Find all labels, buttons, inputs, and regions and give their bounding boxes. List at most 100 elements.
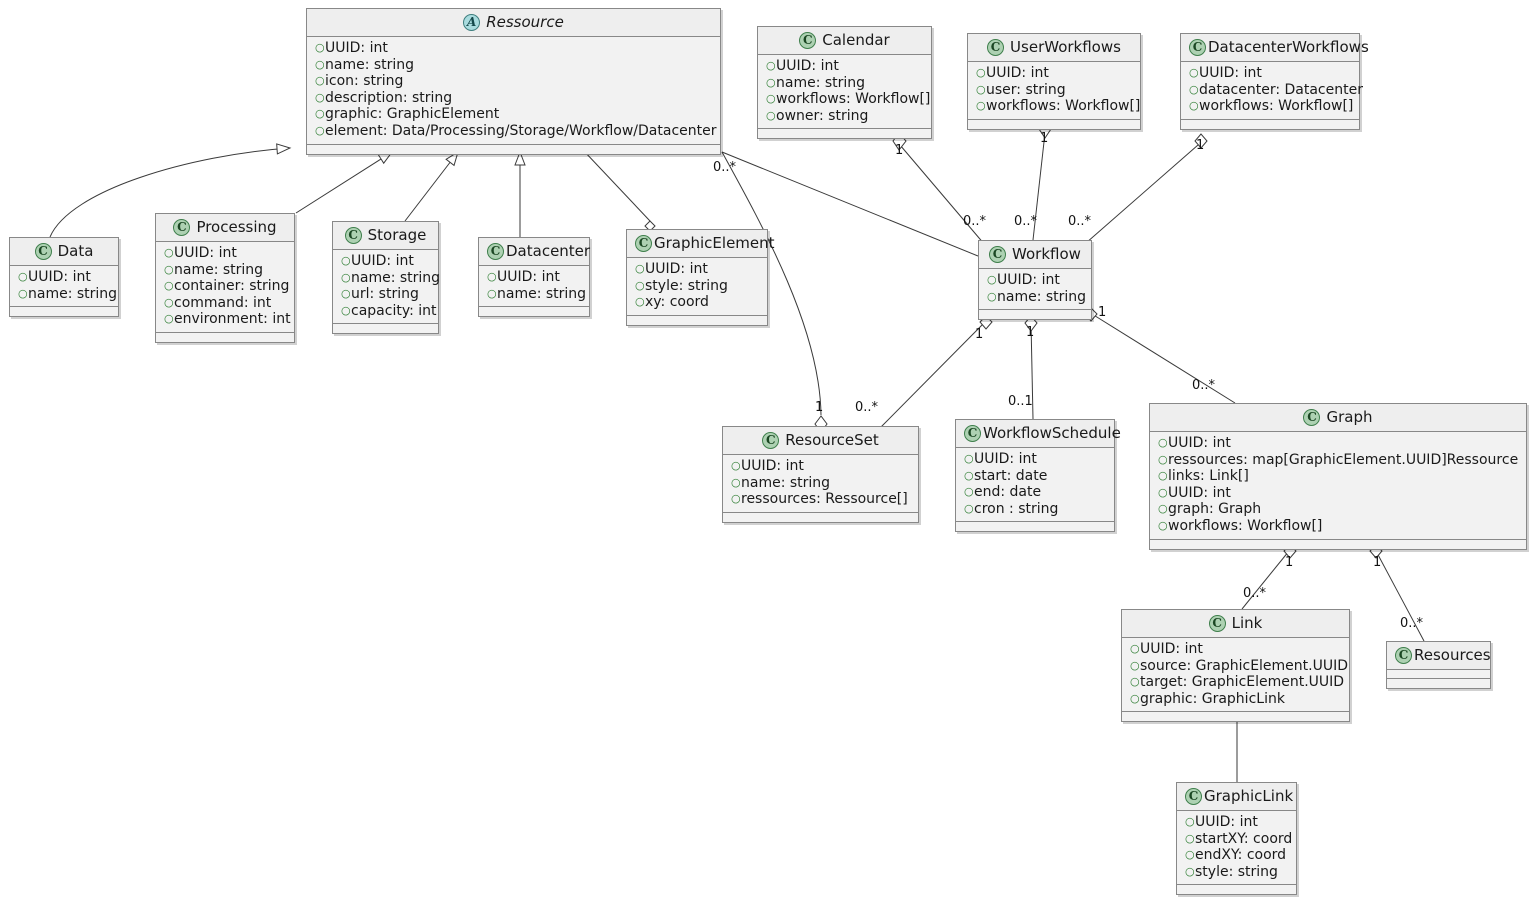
- visibility-public-icon: ○: [1130, 675, 1140, 689]
- attribute-text: workflows: Workflow[]: [986, 98, 1141, 115]
- class-name-workflowschedule: WorkflowSchedule: [983, 424, 1121, 442]
- class-name-graph: Graph: [1326, 408, 1373, 426]
- visibility-public-icon: ○: [164, 312, 174, 326]
- attribute-row: ○UUID: int: [1128, 641, 1343, 658]
- abstract-badge-icon: A: [463, 13, 481, 31]
- attribute-row: ○name: string: [339, 270, 440, 287]
- class-name-storage: Storage: [367, 226, 427, 244]
- attribute-text: UUID: int: [325, 40, 388, 56]
- class-name-graphicelement: GraphicElement: [654, 234, 775, 252]
- attribute-text: target: GraphicElement.UUID: [1140, 674, 1345, 691]
- attributes-compartment-ressource: ○UUID: int○name: string○icon: string○des…: [307, 37, 720, 145]
- attribute-row: ○UUID: int: [1183, 814, 1290, 831]
- visibility-public-icon: ○: [1130, 691, 1140, 705]
- attribute-row: ○graphic: GraphicLink: [1128, 691, 1343, 708]
- attribute-row: ○graph: Graph: [1156, 501, 1520, 518]
- attribute-row: ○workflows: Workflow[]: [974, 98, 1140, 115]
- methods-compartment-datacenter: [479, 307, 589, 317]
- attributes-compartment-resourceset: ○UUID: int○name: string○ressources: Ress…: [723, 455, 918, 513]
- methods-compartment-processing: [156, 332, 294, 342]
- methods-compartment-storage: [333, 324, 438, 334]
- visibility-public-icon: ○: [18, 286, 28, 300]
- methods-compartment-data: [10, 307, 118, 317]
- methods-compartment-graph: [1150, 539, 1526, 549]
- attribute-row: ○workflows: Workflow[]: [764, 91, 930, 108]
- attribute-text: style: string: [1195, 863, 1278, 880]
- attribute-text: name: string: [997, 288, 1087, 305]
- attribute-row: ○UUID: int: [485, 269, 583, 286]
- attributes-compartment-calendar: ○UUID: int○name: string○workflows: Workf…: [758, 55, 931, 130]
- attribute-text: links: Link[]: [1168, 468, 1249, 485]
- attribute-text: container: string: [174, 278, 290, 295]
- attribute-row: ○source: GraphicElement.UUID: [1128, 658, 1348, 675]
- attribute-row: ○workflows: Workflow[]: [1187, 98, 1353, 115]
- attribute-text: UUID: int: [986, 65, 1049, 81]
- visibility-public-icon: ○: [1158, 485, 1168, 499]
- attribute-text: name: string: [174, 261, 264, 278]
- attribute-text: UUID: int: [741, 458, 804, 474]
- visibility-public-icon: ○: [315, 107, 325, 121]
- attribute-text: endXY: coord: [1195, 847, 1287, 864]
- class-name-workflow: Workflow: [1012, 245, 1081, 263]
- visibility-public-icon: ○: [164, 279, 174, 293]
- attribute-row: ○UUID: int: [1187, 65, 1353, 82]
- visibility-public-icon: ○: [964, 501, 974, 515]
- multiplicity-label: 1: [1373, 555, 1382, 570]
- attribute-row: ○cron : string: [962, 501, 1108, 518]
- edge-workflow-resourceset: [879, 321, 986, 429]
- attribute-text: UUID: int: [497, 269, 560, 285]
- attribute-text: UUID: int: [974, 451, 1037, 467]
- attribute-text: graph: Graph: [1168, 501, 1262, 518]
- visibility-public-icon: ○: [164, 295, 174, 309]
- methods-compartment-ressource: [307, 144, 720, 154]
- attribute-text: name: string: [497, 285, 587, 302]
- class-name-link: Link: [1231, 614, 1263, 632]
- visibility-public-icon: ○: [635, 295, 645, 309]
- visibility-public-icon: ○: [766, 75, 776, 89]
- attribute-row: ○UUID: int: [162, 245, 288, 262]
- visibility-public-icon: ○: [964, 485, 974, 499]
- multiplicity-label: 0..1: [1008, 394, 1033, 409]
- attribute-row: ○user: string: [974, 82, 1134, 99]
- class-badge-icon: C: [799, 31, 817, 49]
- visibility-public-icon: ○: [1189, 66, 1199, 79]
- attribute-text: UUID: int: [1140, 641, 1203, 657]
- attribute-text: UUID: int: [776, 58, 839, 74]
- visibility-public-icon: ○: [635, 262, 645, 275]
- attribute-row: ○name: string: [985, 288, 1087, 306]
- visibility-public-icon: ○: [1158, 436, 1168, 449]
- attribute-row: ○command: int: [162, 295, 288, 312]
- visibility-public-icon: ○: [1158, 502, 1168, 516]
- attribute-text: datacenter: Datacenter: [1199, 81, 1363, 98]
- methods-compartment-calendar: [758, 129, 931, 139]
- multiplicity-label: 0..*: [855, 400, 879, 415]
- attributes-compartment-graphicelement: ○UUID: int○style: string○xy: coord: [627, 258, 767, 316]
- class-name-datacenter: Datacenter: [506, 242, 591, 260]
- attribute-text: UUID: int: [1168, 435, 1231, 451]
- attribute-row: ○UUID: int: [633, 261, 761, 278]
- attribute-row: ○UUID: int: [339, 253, 432, 270]
- attribute-row: ○target: GraphicElement.UUID: [1128, 674, 1345, 691]
- attribute-row: ○style: string: [633, 278, 761, 295]
